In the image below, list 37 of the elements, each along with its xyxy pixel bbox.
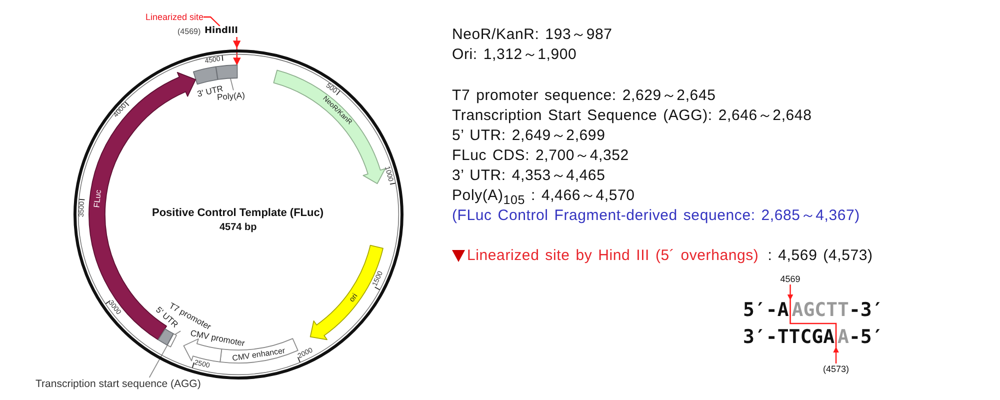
coordinate-text: FLuc CDS: 2,700～4,352 xyxy=(452,146,629,166)
position-label: (4573) xyxy=(823,364,850,374)
leader-line xyxy=(174,330,181,335)
position-label: (4569) xyxy=(178,26,201,36)
feature-label: FLuc xyxy=(92,190,104,208)
leader-line xyxy=(233,37,241,65)
coordinate-text: T7 promoter sequence: 2,629～2,645 xyxy=(452,86,716,106)
sequence-text: AGCTT xyxy=(792,300,849,320)
coordinate-text: Ori: 1,312～1,900 xyxy=(452,45,577,65)
sequence-text: 3′-TTCGA xyxy=(743,327,835,347)
sequence-text: -3′ xyxy=(848,300,884,320)
note-text: Linearized site by Hind III (5´ overhangs) xyxy=(467,246,759,266)
size-label: 4574 bp xyxy=(220,222,257,234)
position-label: 4569 xyxy=(780,274,800,284)
coordinate-text: : 4,569 (4,573) xyxy=(768,246,873,266)
feature-label: CMV enhancer xyxy=(231,346,286,364)
leader-line xyxy=(833,346,840,364)
annotation-label: Linearized site xyxy=(146,12,204,22)
site-label: HindIII xyxy=(204,26,238,37)
annotation-label: Transcription start sequence (AGG) xyxy=(36,378,201,390)
plasmid-circle xyxy=(72,48,404,380)
coordinate-text: 3’ UTR: 4,353～4,465 xyxy=(452,166,606,186)
sequence-text: 5′-A xyxy=(743,300,789,320)
coordinate-text: NeoR/KanR: 193～987 xyxy=(452,25,612,45)
leader-line xyxy=(787,284,794,300)
feature-arc xyxy=(272,69,387,185)
sequence-text: -5′ xyxy=(848,327,884,347)
map-title: Positive Control Template (FLuc) xyxy=(152,206,324,220)
leader-line xyxy=(204,16,220,26)
feature-arc xyxy=(309,244,385,341)
coordinate-text: Transcription Start Sequence (AGG): 2,646～2,648 xyxy=(452,106,812,126)
coordinate-text: 5’ UTR: 2,649～2,699 xyxy=(452,126,606,146)
coordinate-text: Poly(A)$_{105}$ : 4,466～4,570 xyxy=(452,186,635,209)
feature-label: CMV promoter xyxy=(189,328,246,349)
coordinate-text: (FLuc Control Fragment-derived sequence: 2,685～4,367) xyxy=(452,206,860,226)
leader-line xyxy=(148,344,168,378)
sequence-text: A xyxy=(838,327,849,347)
